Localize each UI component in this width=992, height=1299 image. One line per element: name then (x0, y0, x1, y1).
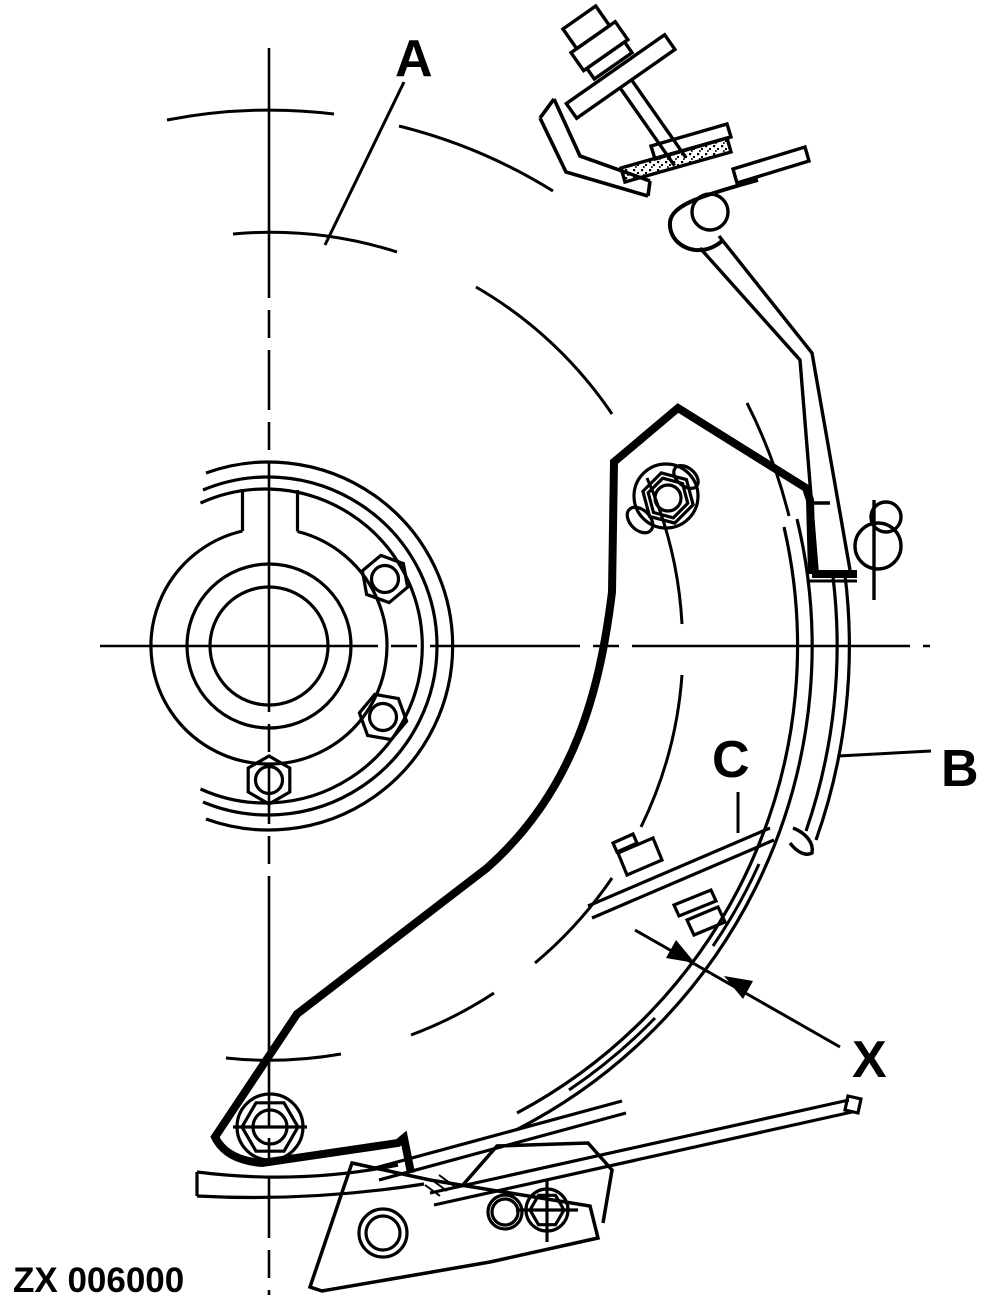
anchor-nut-hex-outer (641, 471, 695, 525)
anvil-plate (648, 121, 734, 162)
drawing-root (100, 3, 932, 1295)
bolt-shaft (618, 78, 688, 167)
clip-ring-small (869, 500, 903, 534)
strap-inner-edge (698, 246, 819, 571)
bracket-hole-left (357, 1207, 409, 1259)
bracket-plate (563, 32, 678, 121)
strip-end-claw (788, 826, 815, 856)
flange-ring-arc (199, 487, 424, 805)
label-adjuster: C (712, 731, 750, 789)
label-clearance: X (852, 1031, 887, 1089)
hub-inner-circle (185, 562, 353, 730)
adjuster-strip-top (587, 826, 771, 908)
band-arcs (515, 518, 851, 1132)
bracket-hole-mid (486, 1193, 524, 1231)
clamp-hatch (424, 1174, 455, 1197)
dimension-arrow-lower (724, 976, 753, 999)
label-leaders (323, 81, 932, 833)
band-outer-arc (515, 518, 814, 1132)
leader-b (837, 749, 932, 758)
drum-arc-outer (166, 108, 791, 1092)
band-end-tab (730, 144, 812, 186)
adjuster-washer (671, 887, 719, 919)
top-adjuster-assembly (538, 3, 812, 253)
band-anchor-strap (698, 234, 903, 600)
release-lever-rod (429, 1094, 863, 1207)
drum-arc-inner (225, 230, 684, 1062)
shoe-pivot-bolt (233, 1092, 307, 1162)
bottom-lever-assembly (195, 1092, 863, 1293)
anchor-nut-assembly (625, 462, 700, 535)
clamp-plate (460, 1141, 614, 1224)
clip-ring-large (853, 521, 903, 571)
anchor-nut-hex-inner (646, 476, 690, 520)
shoe-outline (210, 403, 816, 1174)
adjuster-head-cap (610, 831, 640, 855)
figure-code: ZX 006000 (13, 1261, 184, 1299)
outer-ring-arc-2 (205, 460, 455, 832)
flange-nut-right (357, 692, 409, 742)
adjuster-head (615, 835, 665, 878)
band-inner-arc (516, 526, 800, 1115)
bolt-washer (584, 39, 635, 82)
hub-bore-circle (208, 585, 330, 707)
support-strip-inner-arc (804, 576, 839, 832)
linchpin-clip (853, 500, 903, 600)
keyway-slot (240, 489, 300, 532)
adjuster-strip-bottom (591, 838, 775, 920)
flange-nut-bottom (246, 754, 292, 806)
pivot-bracket (307, 1160, 601, 1293)
rod-end-cap (843, 1094, 863, 1115)
adjuster-nut (684, 904, 728, 938)
strap-outer-edge (717, 234, 852, 571)
support-strip-outer-arc (814, 574, 851, 841)
anchor-nut-bore (653, 483, 683, 513)
dimension-arrow-upper (666, 940, 695, 963)
adjuster-bolt (560, 3, 688, 167)
hook-pin (690, 192, 730, 232)
friction-pad (618, 135, 734, 185)
support-bracket (538, 97, 652, 198)
outer-ring-arc-1 (202, 475, 439, 817)
leader-a (323, 81, 406, 246)
label-drum: A (395, 30, 433, 88)
anchor-washer (632, 462, 700, 530)
drum-broken-arcs (166, 108, 791, 1092)
clearance-dimension (634, 928, 841, 1049)
hub-assembly (149, 460, 455, 832)
bracket-bolt (516, 1180, 578, 1242)
label-band: B (941, 740, 979, 798)
mid-adjuster-assembly (587, 826, 775, 938)
centerlines (100, 48, 930, 1295)
flange-nut-top (360, 553, 410, 605)
